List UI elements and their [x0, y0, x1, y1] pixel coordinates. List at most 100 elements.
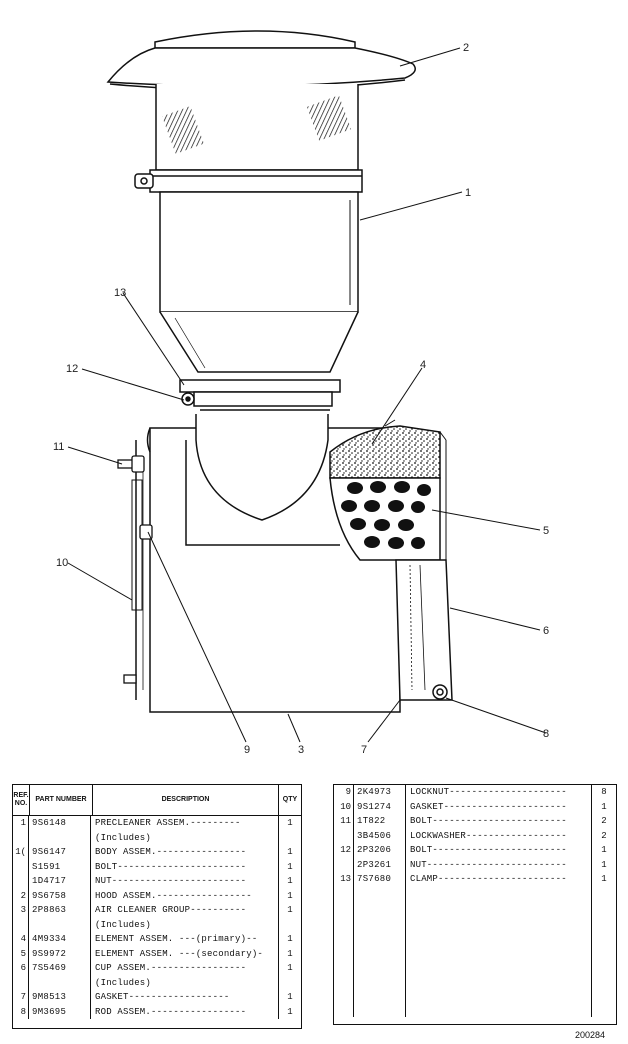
- table-row: 1(9S6147 BODY ASSEM.----------------1: [13, 845, 301, 860]
- qty-cell: 1: [287, 890, 293, 901]
- ref-cell: [334, 988, 354, 1003]
- ref-cell: [13, 975, 29, 990]
- ref-no-header: REF. NO.: [13, 785, 30, 815]
- ref-cell: [334, 1002, 354, 1017]
- ref-cell: [334, 901, 354, 916]
- ref-cell: [334, 886, 354, 901]
- qty-cell: [592, 945, 616, 960]
- qty-cell: 1: [601, 801, 607, 812]
- description-cell: BOLT-----------------------: [91, 859, 279, 874]
- ref-cell: [13, 830, 29, 845]
- ref-cell: [13, 874, 29, 889]
- description-header: DESCRIPTION: [93, 785, 279, 815]
- qty-cell: [592, 988, 616, 1003]
- figure-number: 200284: [575, 1030, 606, 1040]
- table-row: [334, 915, 616, 931]
- callout-7: 7: [361, 744, 367, 756]
- description-cell: [406, 915, 592, 930]
- ref-cell: 7: [13, 990, 29, 1005]
- ref-cell: 1(: [13, 845, 29, 860]
- part-number-cell: 9M3695: [29, 1004, 91, 1019]
- callout-2: 2: [463, 42, 469, 54]
- description-cell: CUP ASSEM.-----------------: [91, 961, 279, 976]
- qty-cell: 1: [287, 861, 293, 872]
- qty-cell: [592, 930, 616, 945]
- part-number-cell: [354, 944, 406, 959]
- table-row: [334, 959, 616, 974]
- callout-13: 13: [114, 287, 126, 299]
- ref-cell: [334, 857, 354, 872]
- table-row: [334, 944, 616, 960]
- part-number-cell: 9S1274: [354, 799, 406, 814]
- ref-cell: [334, 944, 354, 959]
- part-number-cell: 9S6758: [29, 888, 91, 903]
- qty-cell: [592, 901, 616, 916]
- description-cell: NUT-------------------------: [406, 857, 592, 872]
- callout-3: 3: [298, 744, 304, 756]
- callout-6: 6: [543, 625, 549, 637]
- description-cell: [406, 886, 592, 901]
- ref-cell: [13, 917, 29, 932]
- hood-assembly: [106, 30, 416, 91]
- callout-10: 10: [56, 557, 68, 569]
- description-cell: LOCKNUT---------------------: [406, 785, 592, 800]
- qty-cell: 2: [601, 830, 607, 841]
- side-bolts: [117, 455, 153, 684]
- qty-cell: 1: [287, 847, 293, 858]
- part-number-cell: 2P3206: [354, 843, 406, 858]
- ref-cell: [334, 973, 354, 988]
- qty-cell: [592, 916, 616, 931]
- ref-cell: 10: [334, 799, 354, 814]
- part-number-cell: [354, 915, 406, 930]
- qty-cell: 1: [287, 1006, 293, 1017]
- ref-cell: 13: [334, 872, 354, 887]
- ref-cell: [334, 828, 354, 843]
- description-cell: (Includes): [91, 975, 279, 990]
- qty-cell: 1: [287, 963, 293, 974]
- description-cell: (Includes): [91, 917, 279, 932]
- part-number-cell: 2P3261: [354, 857, 406, 872]
- table-row: [334, 901, 616, 916]
- element-cutaway: [329, 419, 447, 561]
- table-row: (Includes): [13, 975, 301, 991]
- description-cell: BODY ASSEM.----------------: [91, 845, 279, 860]
- part-number-header: PART NUMBER: [30, 785, 93, 815]
- lower-clamp: [179, 379, 341, 411]
- description-cell: HOOD ASSEM.-----------------: [91, 888, 279, 903]
- description-cell: ROD ASSEM.-----------------: [91, 1004, 279, 1019]
- table-row: (Includes): [13, 830, 301, 845]
- description-cell: [406, 944, 592, 959]
- part-number-cell: 3B4506: [354, 828, 406, 843]
- table-row: [334, 930, 616, 945]
- qty-cell: 1: [287, 818, 293, 829]
- part-number-cell: [29, 830, 91, 845]
- part-number-cell: [29, 975, 91, 990]
- qty-cell: [279, 976, 301, 991]
- upper-clamp-band: [134, 169, 363, 193]
- table-row: [334, 886, 616, 901]
- qty-cell: [279, 918, 301, 933]
- ref-cell: 8: [13, 1004, 29, 1019]
- table-row: S1591 BOLT-----------------------1: [13, 859, 301, 874]
- part-number-cell: [354, 973, 406, 988]
- callout-12: 12: [66, 363, 78, 375]
- part-number-cell: 9S9972: [29, 946, 91, 961]
- ref-cell: 9: [334, 785, 354, 800]
- part-number-cell: [29, 917, 91, 932]
- description-cell: GASKET----------------------: [406, 799, 592, 814]
- table-row: 1D4717 NUT------------------------1: [13, 874, 301, 889]
- part-number-cell: 7S5469: [29, 961, 91, 976]
- description-cell: BOLT------------------------: [406, 843, 592, 858]
- description-cell: NUT------------------------: [91, 874, 279, 889]
- qty-cell: [592, 959, 616, 974]
- qty-cell: [592, 974, 616, 989]
